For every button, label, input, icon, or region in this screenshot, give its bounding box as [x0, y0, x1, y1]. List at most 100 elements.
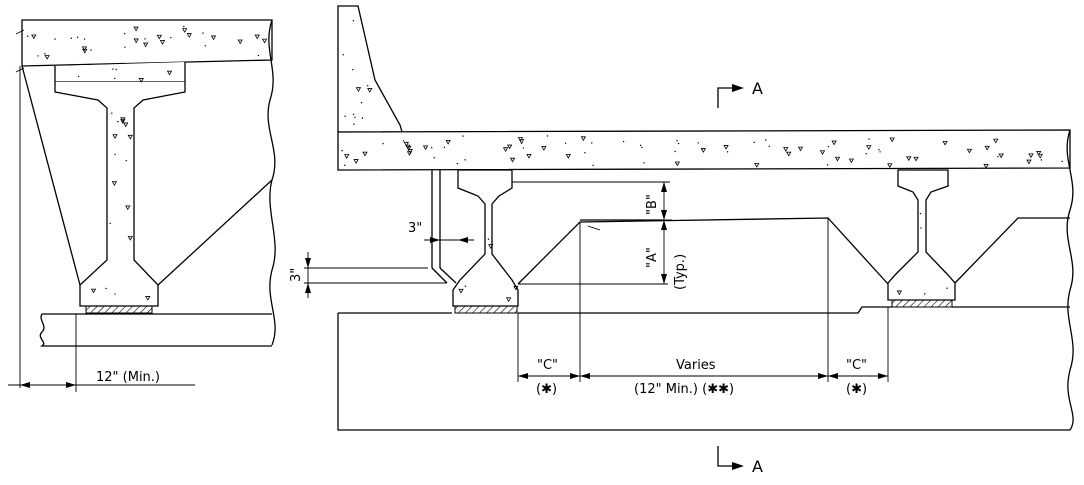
dim-ab-arrow-4 — [661, 274, 667, 284]
stipple-mark — [919, 212, 922, 215]
bottom-arrow-2 — [570, 373, 580, 379]
three-inch-side-label: 3" — [408, 221, 422, 236]
stipple-mark — [513, 285, 519, 291]
stipple-mark — [522, 147, 525, 149]
stipple-mark — [848, 158, 855, 164]
stipple-mark — [879, 151, 881, 153]
stipple-mark — [123, 122, 129, 128]
stipple-mark — [896, 290, 903, 296]
stipple-mark — [82, 48, 88, 54]
stipple-mark — [674, 161, 681, 167]
stipple-mark — [984, 145, 990, 151]
stipple-mark — [768, 145, 771, 148]
stipple-mark — [166, 70, 173, 76]
stipple-mark — [26, 35, 29, 37]
stipple-mark — [353, 159, 359, 164]
stipple-mark — [906, 156, 912, 162]
stipple-mark — [983, 164, 989, 169]
stipple-mark — [181, 28, 188, 33]
stipple-mark — [362, 151, 368, 157]
stipple-mark — [509, 157, 516, 163]
stipple-mark — [1035, 151, 1042, 156]
stipple-mark — [81, 46, 88, 52]
stipple-mark — [765, 139, 767, 141]
stipple-mark — [923, 293, 926, 295]
stipple-mark — [354, 116, 356, 118]
stipple-mark — [622, 140, 625, 143]
stipple-mark — [344, 115, 346, 117]
girder-1 — [452, 169, 519, 307]
left-diagonal-face — [157, 179, 273, 286]
pedestal — [517, 217, 889, 285]
abutment-body — [337, 313, 1070, 431]
stipple-mark — [204, 45, 207, 47]
stipple-mark — [105, 287, 107, 290]
stipple-mark — [83, 38, 86, 40]
min-12-center-label: (12" Min.) (✱✱) — [634, 382, 734, 397]
stipple-mark — [109, 222, 111, 225]
stipple-mark — [993, 138, 999, 144]
stipple-mark — [127, 134, 133, 140]
stipple-mark — [210, 35, 217, 41]
stipple-mark — [125, 205, 131, 211]
stipple-mark — [488, 244, 494, 249]
stipple-mark — [76, 36, 79, 39]
girder-1-bearing — [454, 305, 518, 314]
stipple-mark — [580, 136, 587, 142]
note-right-label: (✱) — [846, 382, 867, 397]
stipple-mark — [31, 34, 37, 40]
stipple-mark — [156, 34, 162, 40]
stipple-mark — [464, 159, 466, 161]
stipple-mark — [138, 78, 144, 83]
stipple-mark — [726, 151, 729, 153]
stipple-mark — [114, 293, 116, 295]
stipple-mark — [352, 20, 355, 22]
typ-label: (Typ.) — [673, 254, 688, 290]
bottom-arrow-6 — [878, 373, 888, 379]
three-inch-vert-arrow-2 — [305, 283, 311, 293]
stipple-mark — [123, 32, 126, 35]
stipple-mark — [77, 75, 80, 78]
stipple-mark — [754, 163, 760, 168]
stipple-mark — [37, 55, 39, 57]
stipple-mark — [382, 143, 384, 145]
stipple-mark — [1061, 160, 1063, 163]
stipple-mark — [70, 37, 73, 39]
main-deck-slab — [337, 129, 1071, 171]
bottom-arrow-3 — [580, 373, 590, 379]
three-inch-vert-arrow-1 — [305, 258, 311, 268]
stipple-mark — [54, 38, 56, 40]
stipple-mark — [641, 146, 643, 149]
dim-ab-arrow-1 — [661, 182, 667, 192]
stipple-mark — [464, 285, 467, 287]
stipple-mark — [133, 38, 139, 44]
stipple-mark — [518, 139, 525, 144]
stipple-mark — [564, 142, 567, 144]
stipple-mark — [341, 149, 343, 152]
stipple-mark — [831, 140, 837, 146]
stipple-mark — [125, 159, 127, 162]
stipple-mark — [115, 68, 117, 71]
stipple-mark — [505, 297, 512, 303]
dim-b-label: "B" — [645, 194, 660, 215]
stipple-mark — [592, 164, 594, 167]
stipple-mark — [124, 46, 126, 48]
stipple-mark — [127, 236, 133, 241]
stipple-mark — [546, 135, 549, 137]
stipple-mark — [133, 26, 139, 32]
stipple-mark — [1028, 153, 1034, 159]
stipple-mark — [120, 119, 126, 124]
stipple-mark — [361, 117, 364, 119]
stipple-mark — [639, 144, 642, 147]
three-inch-side-arrow-1 — [430, 237, 440, 243]
stipple-mark — [946, 287, 948, 289]
stipple-mark — [889, 137, 895, 143]
stipple-mark — [1037, 153, 1043, 159]
three-inch-side-arrow-2 — [458, 237, 468, 243]
left-tick-2 — [15, 67, 25, 73]
left-detail: 12" (Min.) — [8, 19, 276, 392]
stipple-mark — [145, 296, 151, 301]
dim-c-right-label: "C" — [846, 358, 867, 373]
stipple-mark — [677, 142, 680, 145]
stipple-mark — [819, 150, 826, 156]
